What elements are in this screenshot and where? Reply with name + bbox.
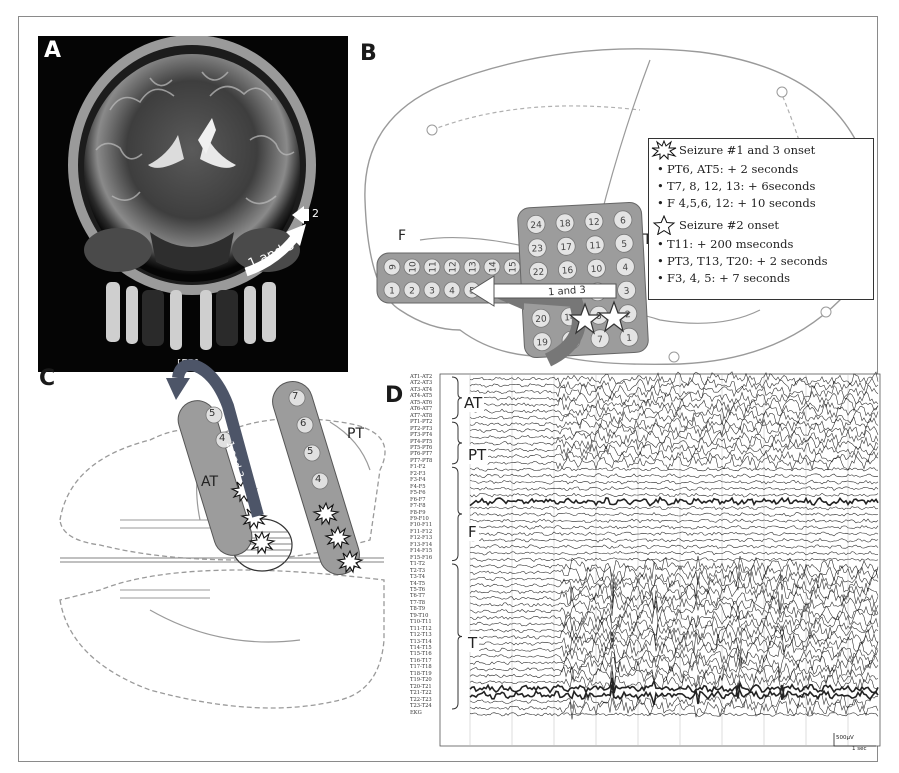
eeg-channel-label: AT4-AT5: [410, 393, 432, 399]
eeg-channel-label: AT2-AT3: [410, 380, 432, 386]
eeg-channel-label: PT3-PT4: [410, 432, 432, 438]
eeg-channel-label: T10-T11: [410, 619, 432, 625]
eeg-channel-label: T23-T24: [410, 703, 432, 709]
eeg-channel-label: PT1-PT2: [410, 419, 432, 425]
eeg-group-at: AT: [462, 394, 484, 412]
eeg-channel-label: T21-T22: [410, 690, 432, 696]
eeg-channel-label: T19-T20: [410, 677, 432, 683]
eeg-scale-amplitude: 500µV: [836, 735, 854, 741]
eeg-channel-label: F12-F13: [410, 535, 432, 541]
eeg-channel-label: PT6-PT7: [410, 451, 432, 457]
eeg-channel-label: F10-F11: [410, 522, 432, 528]
eeg-group-f: F: [466, 523, 479, 541]
eeg-channel-labels: AT1-AT2AT2-AT3AT3-AT4AT4-AT5AT5-AT6AT6-A…: [410, 374, 432, 716]
eeg-channel-label: AT6-AT7: [410, 406, 432, 412]
eeg-scale-time: 1 sec: [852, 746, 867, 752]
eeg-group-pt: PT: [466, 446, 488, 464]
eeg-channel-label: T12-T13: [410, 632, 432, 638]
eeg-channel-label: T17-T18: [410, 664, 432, 670]
eeg-channel-label: EKG: [410, 710, 432, 716]
eeg-group-t: T: [466, 634, 479, 652]
eeg-channel-label: T15-T16: [410, 651, 432, 657]
eeg-channel-label: F14-F15: [410, 548, 432, 554]
